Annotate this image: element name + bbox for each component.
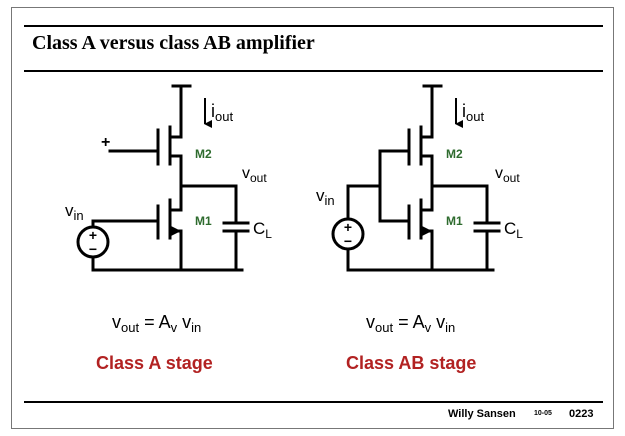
slide-title: Class A versus class AB amplifier (32, 32, 315, 54)
m1-label-left: M1 (195, 214, 212, 228)
svg-text:+: + (89, 227, 97, 243)
iout-label-right: iout (462, 101, 484, 124)
footer-author: Willy Sansen (448, 408, 516, 420)
m2-transistor (108, 125, 183, 166)
m1-source-arrow (171, 226, 181, 236)
vin-source-right: + − (331, 217, 365, 251)
vin-source-left: + − (76, 225, 110, 259)
slide: Class A versus class AB amplifier Willy … (11, 7, 614, 429)
class-ab-circuit (346, 84, 501, 272)
title-rule (24, 70, 603, 72)
top-rule (24, 25, 603, 27)
vin-label-left: vin (65, 201, 84, 223)
stage-label-left: Class A stage (96, 353, 213, 373)
class-a-circuit (91, 84, 250, 272)
m2-transistor-ab (378, 125, 434, 166)
m1-label-right: M1 (446, 214, 463, 228)
cl-label-right: CL (504, 219, 523, 241)
footer-date: 10-05 (534, 410, 552, 417)
equation-left: vout = Av vin (112, 312, 201, 335)
svg-text:+: + (344, 219, 352, 235)
m2-label-right: M2 (446, 147, 463, 161)
svg-text:−: − (89, 241, 97, 257)
vout-label-right: vout (495, 165, 520, 185)
m1-source-arrow-ab (422, 226, 432, 236)
vout-label-left: vout (242, 165, 267, 185)
equation-right: vout = Av vin (366, 312, 455, 335)
footer-rule (24, 401, 603, 403)
stage-label-right: Class AB stage (346, 353, 476, 373)
svg-text:−: − (344, 233, 352, 249)
vin-label-right: vin (316, 186, 335, 208)
cl-label-left: CL (253, 219, 272, 241)
footer-slide-number: 0223 (569, 408, 594, 420)
input-sign-left: + (101, 134, 110, 151)
m2-label-left: M2 (195, 147, 212, 161)
iout-label-left: iout (211, 101, 233, 124)
